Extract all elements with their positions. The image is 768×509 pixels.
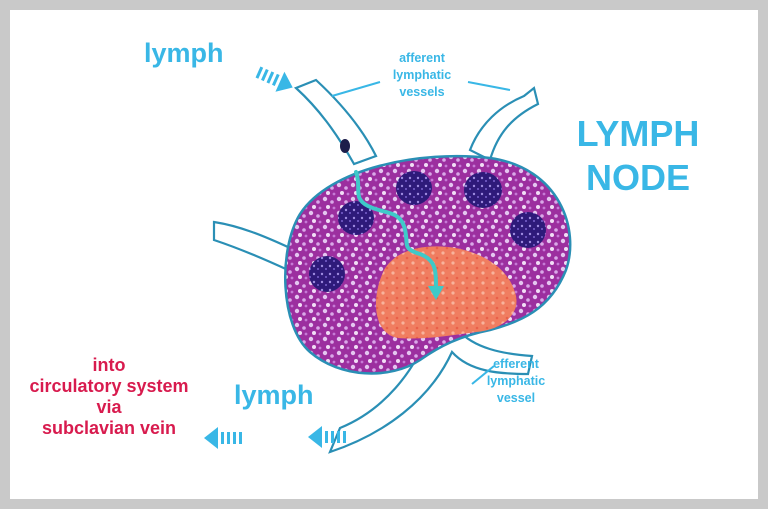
afferent-vessel-upper-left	[293, 78, 378, 166]
medulla-region	[375, 246, 517, 339]
efferent-label: efferent lymphatic vessel	[466, 356, 566, 407]
afferent-label: afferent lymphatic vessels	[372, 50, 472, 101]
follicle	[309, 256, 345, 292]
follicle	[338, 201, 374, 235]
destination-line-1: into	[92, 355, 126, 375]
title-line-2: NODE	[585, 157, 690, 198]
title-line-1: LYMPH	[576, 113, 700, 154]
afferent-vessels	[212, 78, 540, 272]
flow-path-arrowhead	[428, 286, 444, 300]
flow-arrow-icon-in	[255, 66, 293, 92]
flow-arrow-icon-out-2	[204, 427, 242, 449]
efferent-line-3: vessel	[496, 391, 536, 405]
afferent-vessel-upper-right	[468, 86, 540, 162]
lymph-out-label: lymph	[234, 380, 314, 410]
leader-lines	[331, 81, 511, 385]
afferent-vessel-left	[212, 220, 292, 272]
destination-line-2: circulatory system	[29, 376, 189, 396]
diagram-title: LYMPH NODE	[548, 112, 728, 200]
lymph-in-label: lymph	[144, 38, 224, 68]
afferent-line-2: lymphatic	[392, 68, 452, 82]
flow-path-arrow	[354, 170, 438, 292]
afferent-line-3: vessels	[399, 85, 445, 99]
lymph-particle	[340, 139, 350, 153]
efferent-line-2: lymphatic	[486, 374, 546, 388]
afferent-line-1: afferent	[399, 51, 445, 65]
destination-line-4: subclavian vein	[41, 418, 177, 438]
follicle	[510, 212, 546, 248]
destination-label: into circulatory system via subclavian v…	[14, 355, 204, 439]
efferent-vessel	[328, 328, 534, 454]
follicles	[309, 171, 546, 292]
efferent-line-1: efferent	[493, 357, 539, 371]
flow-arrow-icon-out-1	[308, 426, 346, 448]
follicle	[396, 171, 432, 205]
follicle	[464, 172, 502, 208]
destination-line-3: via	[96, 397, 122, 417]
